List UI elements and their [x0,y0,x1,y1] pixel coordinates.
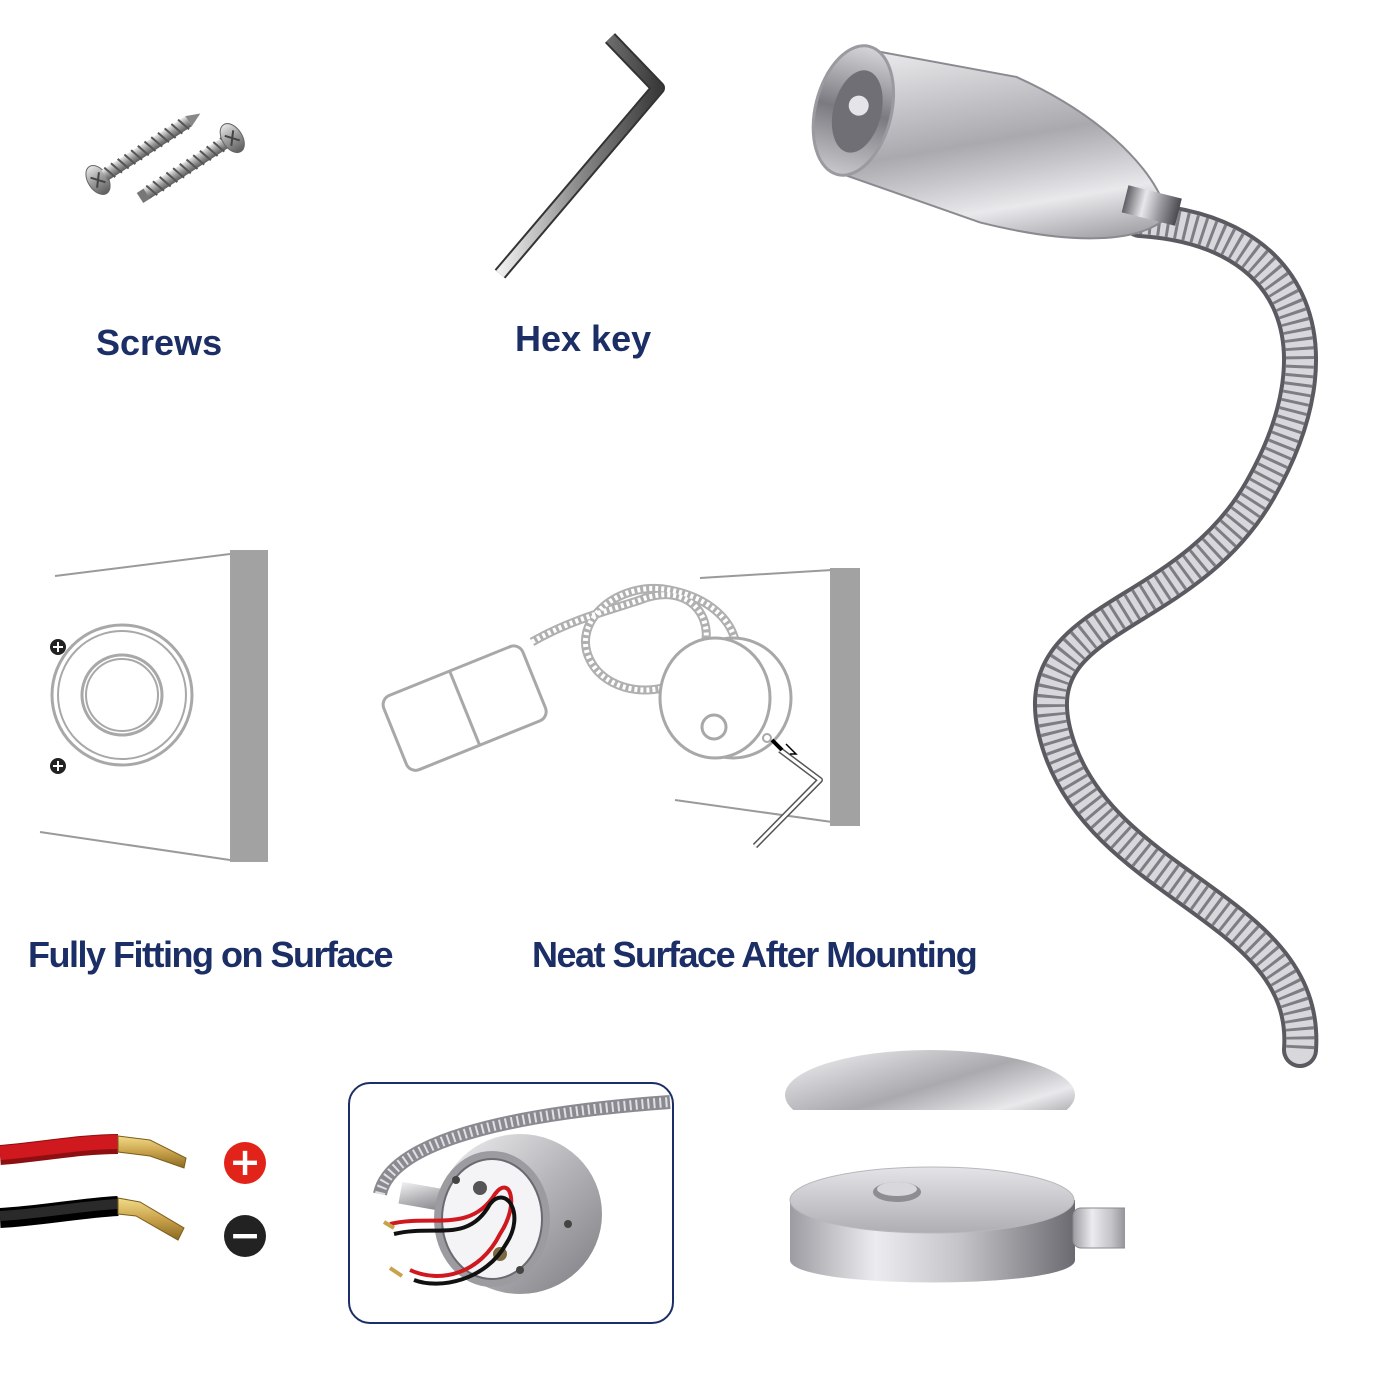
fitting-label: Fully Fitting on Surface [28,934,394,975]
black-wire [0,1196,185,1241]
positive-icon: + [224,1142,266,1184]
screws-label: Screws [96,322,223,363]
base-wiring-photo [373,1095,671,1294]
wires-image [0,1134,187,1241]
hex-key-label: Hex key [515,318,652,359]
wall-panel [830,568,860,826]
screw-top-icon [50,639,66,655]
negative-icon: − [224,1215,266,1257]
base-wiring-inset [348,1082,674,1324]
wall-panel [230,550,268,862]
gooseneck-lamp-image [785,44,1319,1110]
neat-surface-diagram [381,568,860,849]
lamp-base-image [789,1166,1125,1283]
neat-label: Neat Surface After Mounting [532,934,978,975]
screw-bottom-icon [50,758,66,774]
red-wire [0,1134,187,1169]
fully-fitting-diagram [39,550,268,862]
hex-key-image [494,33,665,279]
screws-image [85,113,245,204]
lamp-base [785,1050,1075,1110]
